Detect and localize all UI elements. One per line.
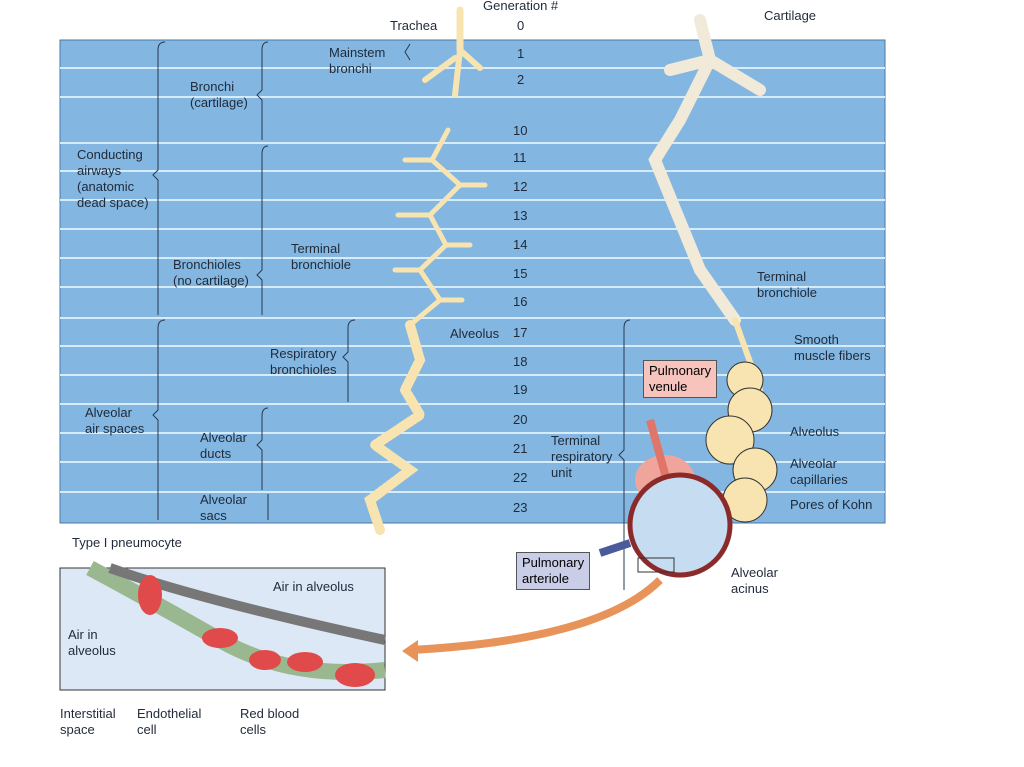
red-blood-cells-label: Red blood cells: [240, 706, 300, 737]
alveolar-sacs-label: Alveolar sacs: [200, 492, 247, 523]
mainstem-bronchi-label: Mainstem bronchi: [329, 45, 386, 76]
bronchi-label: Bronchi (cartilage): [190, 79, 248, 110]
alveolus-right-label: Alveolus: [790, 424, 840, 439]
pulmonary-venule-label: Pulmonary venule: [643, 360, 718, 398]
airway-tree: [364, 6, 766, 535]
conducting-airways-label: Conducting airways (anatomic dead space): [77, 147, 149, 210]
alveolus-label-left: Alveolus: [450, 326, 500, 341]
generation-number: 15: [513, 266, 528, 281]
cartilage-label: Cartilage: [764, 8, 817, 23]
brackets: [152, 41, 631, 590]
alveolar-capillaries-label: Alveolar capillaries: [790, 456, 848, 487]
generation-number: 22: [513, 470, 528, 485]
alveolar-acinus-label: Alveolar acinus: [731, 565, 778, 596]
generation-number: 21: [513, 441, 528, 456]
generation-number: 19: [513, 382, 528, 397]
row-lines: [60, 67, 885, 493]
generation-number: 17: [513, 325, 528, 340]
generation-number: 10: [513, 123, 528, 138]
pulmonary-arteriole-label: Pulmonary arteriole: [516, 552, 591, 590]
air-in-alveolus-top-label: Air in alveolus: [273, 579, 354, 594]
generation-number: 12: [513, 179, 528, 194]
terminal-respiratory-unit-label: Terminal respiratory unit: [551, 433, 613, 480]
alveolar-air-spaces-label: Alveolar air spaces: [85, 405, 145, 436]
air-in-alveolus-left-label: Air in alveolus: [68, 627, 116, 658]
generation-number: 14: [513, 237, 528, 252]
generation-number: 20: [513, 412, 528, 427]
generation-number: 0: [517, 18, 525, 33]
alveolar-cluster: [402, 361, 778, 662]
trachea-label: Trachea: [390, 18, 438, 33]
type1-pneumocyte-label: Type I pneumocyte: [72, 535, 182, 550]
bronchioles-label: Bronchioles (no cartilage): [173, 257, 249, 288]
respiratory-bronchioles-label: Respiratory bronchioles: [270, 346, 337, 377]
generation-number: 1: [517, 46, 525, 61]
interstitial-space-label: Interstitial space: [60, 706, 116, 737]
terminal-bronchiole-right-label: Terminal bronchiole: [757, 269, 817, 300]
generation-number: 2: [517, 72, 525, 87]
generation-number: 16: [513, 294, 528, 309]
alveolar-ducts-label: Alveolar ducts: [200, 430, 247, 461]
smooth-muscle-label: Smooth muscle fibers: [794, 332, 871, 363]
terminal-bronchiole-label: Terminal bronchiole: [291, 241, 351, 272]
endothelial-cell-label: Endothelial cell: [137, 706, 202, 737]
generation-number: 18: [513, 354, 528, 369]
generation-number: 11: [513, 150, 527, 165]
pores-of-kohn-label: Pores of Kohn: [790, 497, 873, 512]
generation-title: Generation #: [483, 0, 559, 13]
inset-graphic: [59, 560, 387, 691]
generation-number: 13: [513, 208, 528, 223]
generation-number: 23: [513, 500, 528, 515]
